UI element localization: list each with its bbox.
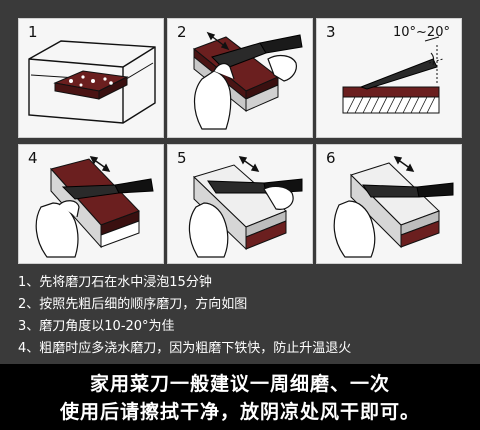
sharpening-angle-illustration (342, 36, 444, 114)
fine-stone-sharpening-illustration (188, 156, 303, 258)
step-number: 1 (28, 23, 38, 41)
angle-range-label: 10°~20° (393, 25, 450, 40)
hand (333, 200, 376, 258)
step-6-panel: 6 (316, 144, 462, 264)
step-4-panel: 4 (18, 144, 164, 264)
angle-marker-icon (424, 36, 444, 85)
step-number: 4 (28, 149, 38, 167)
hand (35, 200, 80, 258)
step-5-panel: 5 (167, 144, 313, 264)
note-item: 1、先将磨刀石在水中浸泡15分钟 (18, 275, 212, 290)
note-item: 4、粗磨时应多浇水磨刀，因为粗磨下铁快，防止升温退火 (18, 341, 352, 356)
banner-line-1: 家用菜刀一般建议一周细磨、一次 (89, 373, 390, 395)
step-number: 5 (177, 149, 187, 167)
direction-arrow-icon (238, 156, 260, 172)
note-item: 2、按照先粗后细的顺序磨刀，方向如图 (18, 297, 248, 312)
knife (362, 182, 454, 198)
hand (188, 185, 294, 258)
direction-arrow-icon (206, 31, 230, 51)
coarse-sharpening-illustration (193, 31, 303, 130)
step-number: 3 (326, 23, 336, 41)
step-number: 6 (326, 149, 336, 167)
note-item: 3、磨刀角度以10-20°为佳 (18, 319, 175, 334)
step-2-panel: 2 (167, 18, 313, 138)
care-banner: 家用菜刀一般建议一周细磨、一次 使用后请擦拭干净，放阴凉处风干即可。 (0, 364, 480, 430)
knife (61, 178, 154, 200)
water-tub-illustration (28, 40, 156, 124)
step-number: 2 (177, 23, 187, 41)
knife-blade (359, 58, 438, 90)
direction-arrow-icon (393, 156, 415, 172)
step-3-panel: 3 10°~20° (316, 18, 462, 138)
soaking-stone (53, 70, 129, 100)
edge-finishing-illustration (333, 156, 454, 258)
stone-base (342, 86, 440, 114)
direction-arrow-icon (89, 156, 111, 172)
knife (211, 34, 303, 70)
banner-line-2: 使用后请擦拭干净，放阴凉处风干即可。 (59, 401, 420, 423)
instruction-notes: 1、先将磨刀石在水中浸泡15分钟 2、按照先粗后细的顺序磨刀，方向如图 3、磨刀… (18, 272, 468, 360)
fine-sharpening-illustration (35, 156, 154, 258)
step-1-panel: 1 (18, 18, 164, 138)
hand (193, 54, 297, 130)
